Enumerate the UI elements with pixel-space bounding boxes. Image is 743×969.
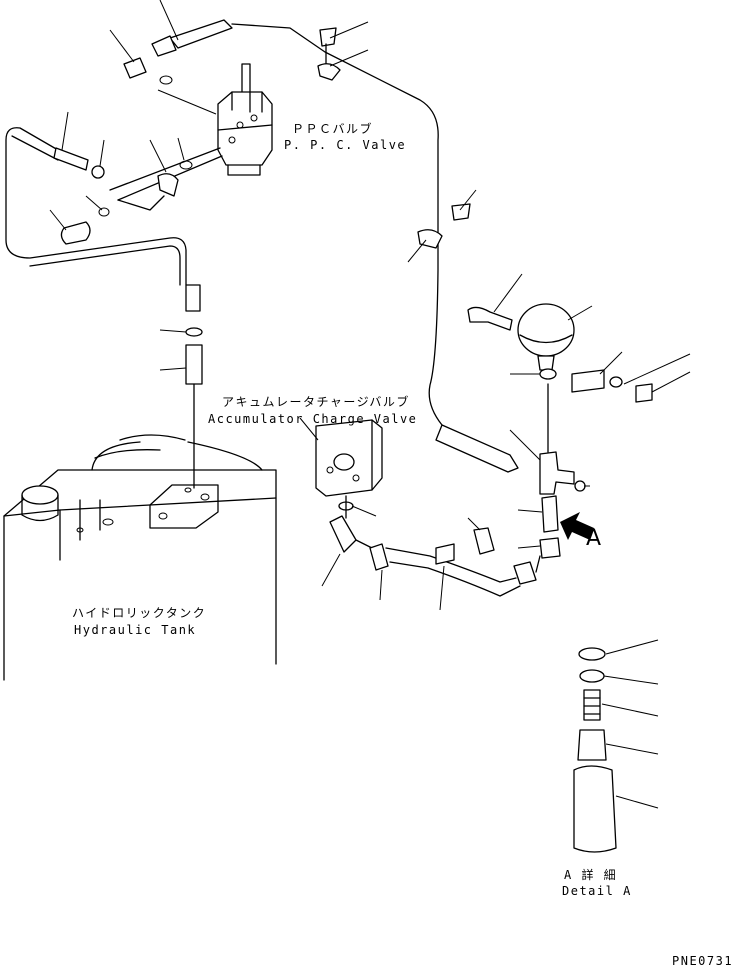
- bolt-1: [319, 27, 337, 47]
- lower-hose: [435, 424, 519, 473]
- o-ring-1: [159, 75, 173, 85]
- ppc-valve: [217, 63, 273, 176]
- hydraulic-tank-label-en: Hydraulic Tank: [74, 623, 197, 637]
- view-arrow: [560, 512, 594, 540]
- hydraulic-tank-label-jp: ハイドロリックタンク: [72, 606, 207, 620]
- drawing-number: PNE0731: [672, 954, 734, 968]
- view-a-label: A: [586, 526, 602, 551]
- hose-fitting-2: [513, 561, 537, 585]
- detail-a-label-jp: A 詳 細: [564, 868, 618, 882]
- short-hose: [53, 147, 89, 171]
- left-pipe-loop: [5, 127, 187, 286]
- elbow-3: [539, 537, 561, 559]
- check-valve: [541, 495, 559, 533]
- detail-a-label-en: Detail A: [562, 884, 632, 898]
- hydraulic-tank: [3, 434, 277, 681]
- elbow-fitting: [123, 57, 147, 79]
- nut: [91, 165, 105, 179]
- ppc-valve-label-jp: ＰＰＣバルブ: [292, 122, 374, 136]
- accumulator-charge-valve-label-jp: アキュムレータチャージバルブ: [222, 395, 410, 409]
- elbow-2: [329, 515, 357, 553]
- bolt-2: [451, 203, 471, 221]
- top-hose: [151, 19, 233, 57]
- hose-fitting: [369, 543, 389, 571]
- adapter: [185, 344, 203, 385]
- tee-fitting: [539, 451, 575, 495]
- leader-lines: [49, 0, 691, 809]
- clamp-1: [317, 63, 341, 81]
- accumulator-charge-valve: [315, 419, 383, 519]
- pilot-line: [231, 23, 443, 426]
- clamp-2: [417, 229, 443, 249]
- accumulator: [467, 303, 653, 403]
- bolt-3: [473, 527, 495, 555]
- hose-end: [185, 284, 201, 312]
- detail-a: [573, 647, 617, 853]
- accumulator-charge-valve-label-en: Accumulator Charge Valve: [208, 412, 418, 426]
- clamp-3: [435, 543, 455, 565]
- clamp: [185, 327, 203, 337]
- plug: [60, 221, 91, 245]
- ppc-valve-label-en: P. P. C. Valve: [284, 138, 407, 152]
